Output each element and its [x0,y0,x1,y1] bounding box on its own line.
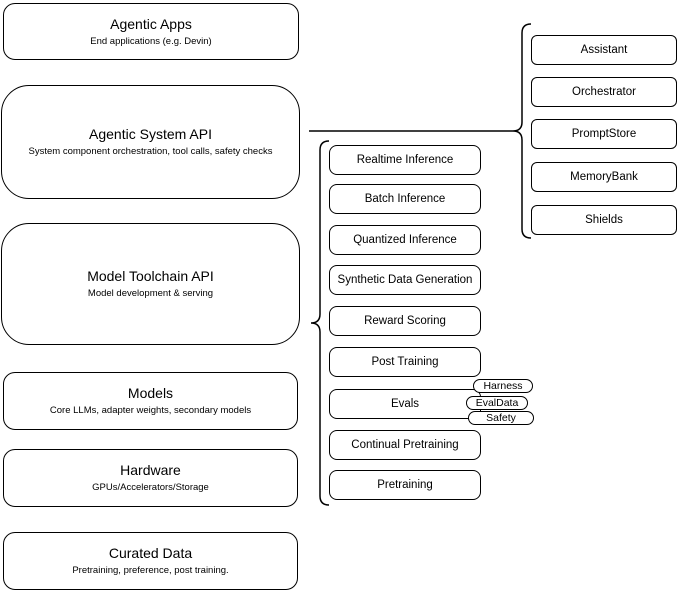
node-subtitle: Core LLMs, adapter weights, secondary mo… [49,405,252,416]
node-title: Models [127,385,174,401]
node-synthetic-data-generation: Synthetic Data Generation [329,265,481,295]
node-quantized-inference: Quantized Inference [329,225,481,255]
node-promptstore: PromptStore [531,119,677,149]
node-hardware: Hardware GPUs/Accelerators/Storage [3,449,298,507]
node-post-training: Post Training [329,347,481,377]
node-batch-inference: Batch Inference [329,184,481,214]
node-harness: Harness [473,379,533,393]
node-agentic-system-api: Agentic System API System component orch… [1,85,300,199]
node-assistant: Assistant [531,35,677,65]
node-subtitle: System component orchestration, tool cal… [28,146,273,157]
node-evals: Evals [329,389,481,419]
node-subtitle: End applications (e.g. Devin) [90,35,212,47]
node-shields: Shields [531,205,677,235]
node-orchestrator: Orchestrator [531,77,677,107]
node-label: PromptStore [571,128,637,140]
node-curated-data: Curated Data Pretraining, preference, po… [3,532,298,590]
node-reward-scoring: Reward Scoring [329,306,481,336]
node-continual-pretraining: Continual Pretraining [329,430,481,460]
node-label: Harness [483,379,523,392]
toolchain-brace [310,140,330,506]
node-label: Realtime Inference [356,154,454,166]
node-models: Models Core LLMs, adapter weights, secon… [3,372,298,430]
node-subtitle: Pretraining, preference, post training. [72,565,229,576]
node-label: Orchestrator [572,86,636,98]
node-subtitle: Model development & serving [87,288,214,299]
node-safety: Safety [468,411,534,425]
node-label: Continual Pretraining [351,439,459,451]
node-title: Model Toolchain API [87,268,214,284]
node-agentic-apps: Agentic Apps End applications (e.g. Devi… [3,3,299,60]
node-label: Safety [486,411,516,424]
node-realtime-inference: Realtime Inference [329,145,481,175]
node-label: Reward Scoring [364,315,446,327]
node-subtitle: GPUs/Accelerators/Storage [92,482,209,493]
node-label: Quantized Inference [353,234,457,246]
node-title: Agentic Apps [110,15,192,32]
node-title: Hardware [120,462,181,478]
node-model-toolchain-api: Model Toolchain API Model development & … [1,223,300,345]
system-components-brace [512,23,532,239]
node-label: Batch Inference [364,193,446,205]
node-label: Evals [390,398,420,410]
node-evaldata: EvalData [466,396,528,410]
node-title: Curated Data [108,545,193,561]
node-label: Shields [585,214,623,226]
node-pretraining: Pretraining [329,470,481,500]
node-memorybank: MemoryBank [531,162,677,192]
node-label: Synthetic Data Generation [337,274,473,286]
node-label: MemoryBank [570,171,638,183]
node-label: Assistant [580,44,628,56]
node-label: Post Training [371,356,439,368]
node-label: Pretraining [377,479,433,491]
node-label: EvalData [475,396,519,409]
node-title: Agentic System API [89,126,212,142]
